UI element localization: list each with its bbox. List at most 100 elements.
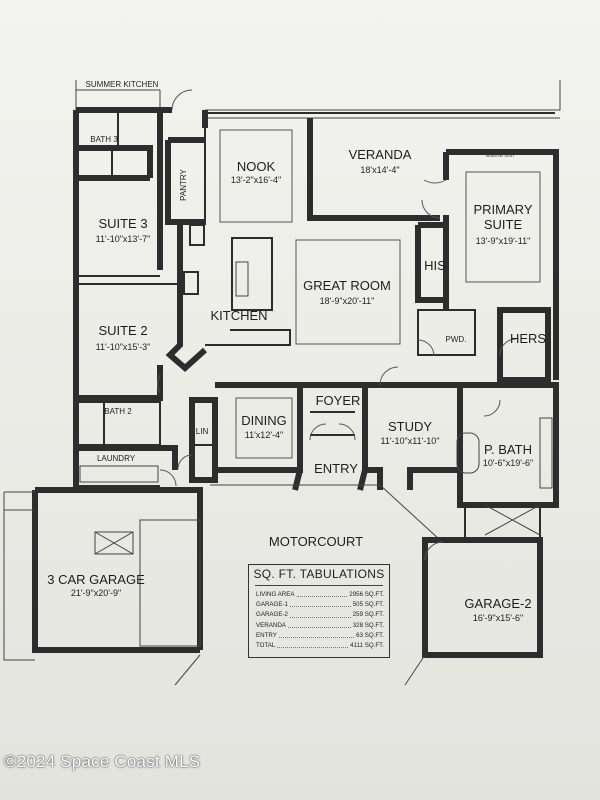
kitchen-cabinet-north [189, 224, 205, 246]
dining-walls [215, 382, 303, 473]
veranda-roof-line [205, 80, 561, 119]
tab-row-label: TOTAL [256, 642, 276, 650]
summer-kitchen-outline [75, 80, 161, 110]
mls-watermark: ©2024 Space Coast MLS [4, 752, 201, 771]
tab-row-living-area: LIVING AREA 2956 SQ.FT. [256, 590, 384, 600]
door-swing-garage2 [424, 541, 444, 561]
tab-row-veranda: VERANDA 328 SQ.FT. [256, 621, 384, 631]
kitchen-counter-west [165, 222, 208, 373]
garage3-side-porch [3, 491, 35, 661]
tab-row-value: 4111 SQ.FT. [350, 642, 384, 650]
suite3-south-wall [78, 275, 180, 285]
label-suite3: SUITE 3 [98, 216, 147, 231]
garage3-walls [32, 487, 203, 653]
tab-row-value: 2956 SQ.FT. [349, 591, 384, 598]
pantry-walls [165, 137, 205, 225]
tab-row-label: VERANDA [256, 621, 286, 629]
label-nook: NOOK [237, 159, 276, 174]
dim-nook: 13'-2"x16'-4" [231, 175, 281, 185]
dim-garage3: 21'-9"x20'-9" [71, 588, 121, 598]
driveway-flare [174, 654, 426, 686]
label-bath3: BATH 3 [90, 135, 118, 144]
foyer-walls [292, 382, 368, 491]
dim-dining: 11'x12'-4" [245, 430, 284, 440]
nook-rug [219, 129, 293, 223]
garage3-equipment [94, 531, 134, 555]
door-swing-pbath [483, 399, 501, 417]
pwd-walls [417, 309, 476, 356]
dot-leader [277, 641, 349, 649]
door-swing-lin [177, 454, 193, 470]
dot-leader [287, 621, 351, 628]
door-swing-summer [171, 89, 193, 111]
label-primary-suite-2: SUITE [484, 217, 523, 232]
label-bath2: BATH 2 [104, 407, 132, 416]
tab-row-value: 63 SQ.FT. [356, 631, 384, 639]
door-swing-hers [499, 338, 517, 356]
door-swing-study [379, 366, 399, 386]
dot-leader [278, 631, 355, 639]
tab-row-label: ENTRY [256, 631, 277, 639]
door-swing-pwd [417, 339, 435, 357]
garage2-entry [464, 504, 541, 540]
label-garage3: 3 CAR GARAGE [47, 572, 145, 587]
tab-row-value: 259 SQ.FT. [352, 611, 384, 619]
bath3-inner [80, 110, 119, 176]
bath3-walls [76, 145, 153, 181]
pbath-vanity [539, 417, 553, 489]
door-swing-suite2 [157, 374, 161, 394]
tab-row-entry: ENTRY 63 SQ.FT. [256, 631, 384, 641]
his-closet-walls [415, 222, 449, 303]
sqft-tabulations-rows: LIVING AREA 2956 SQ.FT. GARAGE-1 505 SQ.FT… [256, 590, 384, 651]
kitchen-island [231, 237, 273, 311]
tab-row-label: LIVING AREA [256, 591, 295, 598]
label-pwd: PWD. [446, 335, 467, 344]
door-swing-primary [423, 179, 447, 184]
pbath-tub [456, 432, 480, 474]
label-dining: DINING [241, 413, 287, 428]
garage3-parking-zone [139, 519, 201, 647]
label-kitchen: KITCHEN [210, 308, 267, 323]
dim-study: 11'-10"x11'-10" [380, 436, 439, 446]
veranda-south-wall [307, 118, 440, 221]
label-hers: HERS [510, 331, 546, 346]
primary-suite-rug [465, 171, 541, 283]
laundry-counter [79, 465, 159, 483]
garage2-walls [422, 537, 543, 658]
sqft-tabulations-rule [255, 585, 383, 586]
dot-leader [289, 610, 351, 618]
dim-great-room: 18'-9"x20'-11" [320, 296, 375, 306]
pbath-walls [457, 382, 559, 508]
label-entry: ENTRY [314, 461, 358, 476]
dim-suite3: 11'-10"x13'-7" [96, 234, 151, 244]
suite2-south-wall [76, 365, 163, 401]
label-primary-suite-1: PRIMARY [474, 202, 533, 217]
dot-leader [296, 590, 348, 598]
great-room-rug [295, 239, 401, 345]
door-swing-entry-left [309, 423, 327, 441]
door-swing-entry-right [338, 423, 356, 441]
kitchen-sink [235, 261, 249, 297]
kitchen-counter-south [205, 329, 291, 346]
label-suite2: SUITE 2 [98, 323, 147, 338]
door-swing-veranda [421, 199, 441, 219]
tab-row-value: 328 SQ.FT. [352, 621, 384, 629]
garage3-equipment-diagonal [94, 531, 134, 555]
dot-leader [289, 600, 351, 608]
dim-suite2: 11'-10"x15'-3" [96, 342, 151, 352]
garage2-shower [484, 504, 541, 536]
label-pantry: PANTRY [179, 168, 188, 200]
label-garage2: GARAGE-2 [464, 596, 531, 611]
label-window-seat: WINDOW SEAT [486, 153, 515, 158]
label-laundry: LAUNDRY [97, 454, 136, 463]
dining-rug [235, 397, 293, 459]
tab-row-value: 505 SQ.FT. [352, 601, 384, 609]
door-swing-laundry [159, 469, 177, 487]
label-veranda: VERANDA [349, 147, 412, 162]
hers-walls [497, 307, 551, 383]
label-his: HIS [424, 258, 446, 273]
tab-row-label: GARAGE-1 [256, 601, 288, 609]
